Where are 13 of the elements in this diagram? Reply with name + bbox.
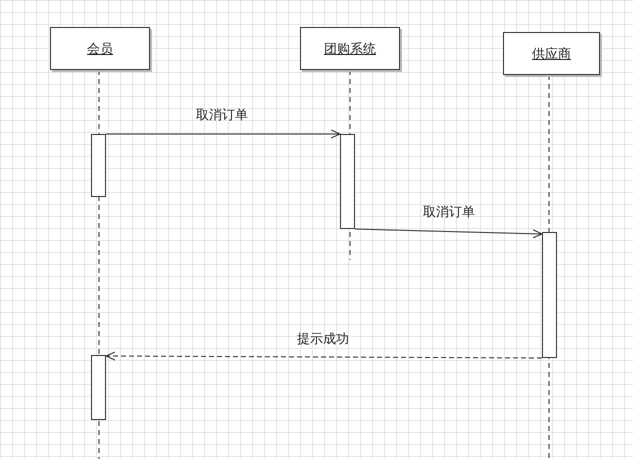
message-arrow: [106, 130, 340, 138]
participant-box: 供应商: [503, 32, 600, 75]
activation-bar: [91, 134, 106, 197]
message-label: 提示成功: [297, 331, 349, 348]
message-label: 取消订单: [423, 204, 475, 221]
participant-box: 团购系统: [300, 27, 400, 70]
message-arrow: [106, 352, 542, 361]
activation-bar: [91, 355, 106, 420]
message-label: 取消订单: [196, 107, 248, 124]
participant-box: 会员: [50, 27, 150, 70]
activation-bar: [542, 232, 557, 358]
activation-bar: [340, 134, 355, 229]
message-arrow: [354, 228, 542, 238]
